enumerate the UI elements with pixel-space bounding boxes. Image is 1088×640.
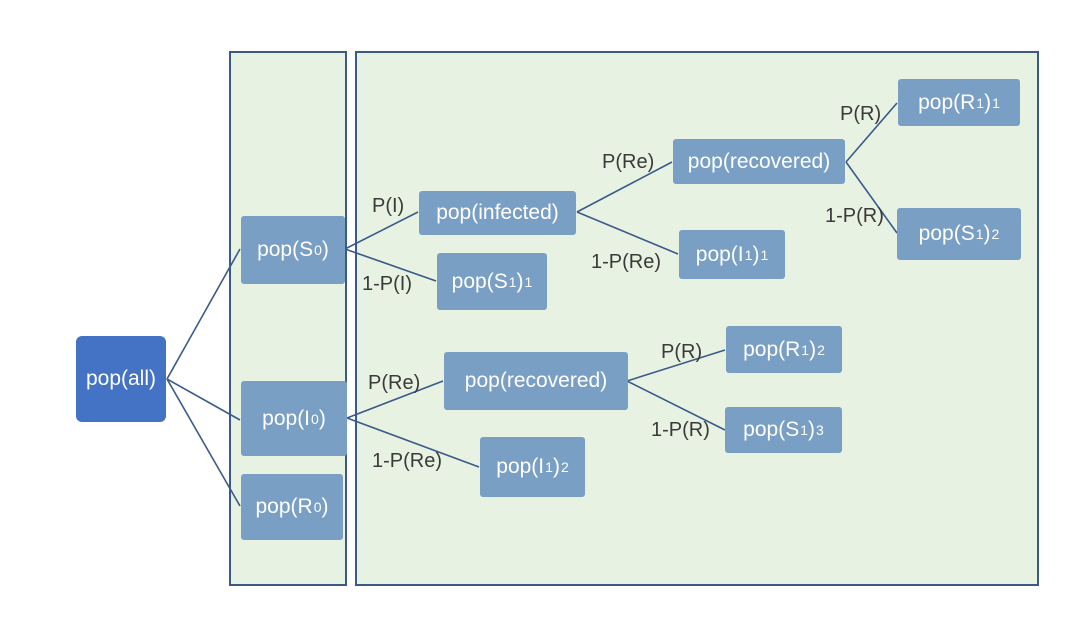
edge-all-i0 [166,378,241,421]
edge-recovered-b-r1-2 [626,349,726,382]
node-label-base: pop(I [262,406,311,430]
edge-label-p-r-upper: P(R) [840,103,882,125]
edge-infected-recovered-a [576,161,673,213]
edge-infected-i1-1 [576,211,679,255]
node-label: pop(all) [85,367,157,390]
node-label-tail: ) [321,238,329,261]
edge-recovered-b-s1-3 [626,380,726,431]
edge-label-p-i: P(I) [372,195,405,217]
node-label-base: pop(S [257,238,314,261]
edge-label-p-re-lower: P(Re) [368,372,421,394]
node-label-tail: ) [552,455,560,478]
edge-label-p-r-lower: P(R) [661,341,703,363]
node-label-tail: ) [318,406,326,430]
edge-i0-recovered-b [346,380,444,419]
edge-i0-i1-2 [346,417,480,468]
edge-s0-infected [344,211,419,250]
node-pop-all: pop(all) [76,336,166,422]
edge-recovered-a-r1-1 [845,102,898,163]
node-label: pop(recovered) [687,149,831,173]
node-label-tail: ) [321,495,329,518]
node-label-base: pop(S [451,269,508,293]
edge-s0-s1-1 [344,248,437,282]
edge-label-1-minus-p-r-upper: 1-P(R) [825,205,884,227]
edge-label-1-minus-p-re-lower: 1-P(Re) [372,450,443,472]
node-label-base: pop(S [743,418,800,441]
node-label-base: pop(R [255,495,313,518]
node-label-base: pop(S [918,222,975,245]
node-label-base: pop(I [695,242,744,266]
edge-label-1-minus-p-i: 1-P(I) [362,273,412,295]
node-label: pop(recovered) [464,369,608,392]
node-label-base: pop(R [918,90,976,114]
node-label-tail: ) [984,90,992,114]
edge-all-r0 [166,378,241,507]
node-label-tail: ) [752,242,760,266]
edge-label-p-re-upper: P(Re) [602,151,655,173]
node-pop-infected: pop(infected) [419,191,576,235]
node-label-tail: ) [983,222,991,245]
node-pop-recovered-b: pop(recovered) [444,352,628,410]
node-label-tail: ) [808,418,816,441]
edge-label-1-minus-p-re-upper: 1-P(Re) [591,251,662,273]
node-label: pop(infected) [436,201,559,224]
node-label-tail: ) [516,269,524,293]
node-label-base: pop(R [743,337,801,361]
edge-recovered-a-s1-2 [845,161,898,234]
node-label-tail: ) [809,337,817,361]
node-label-base: pop(I [496,455,545,478]
edge-all-s0 [166,248,241,380]
edge-label-1-minus-p-r-lower: 1-P(R) [651,419,710,441]
node-pop-recovered-a: pop(recovered) [673,139,845,184]
